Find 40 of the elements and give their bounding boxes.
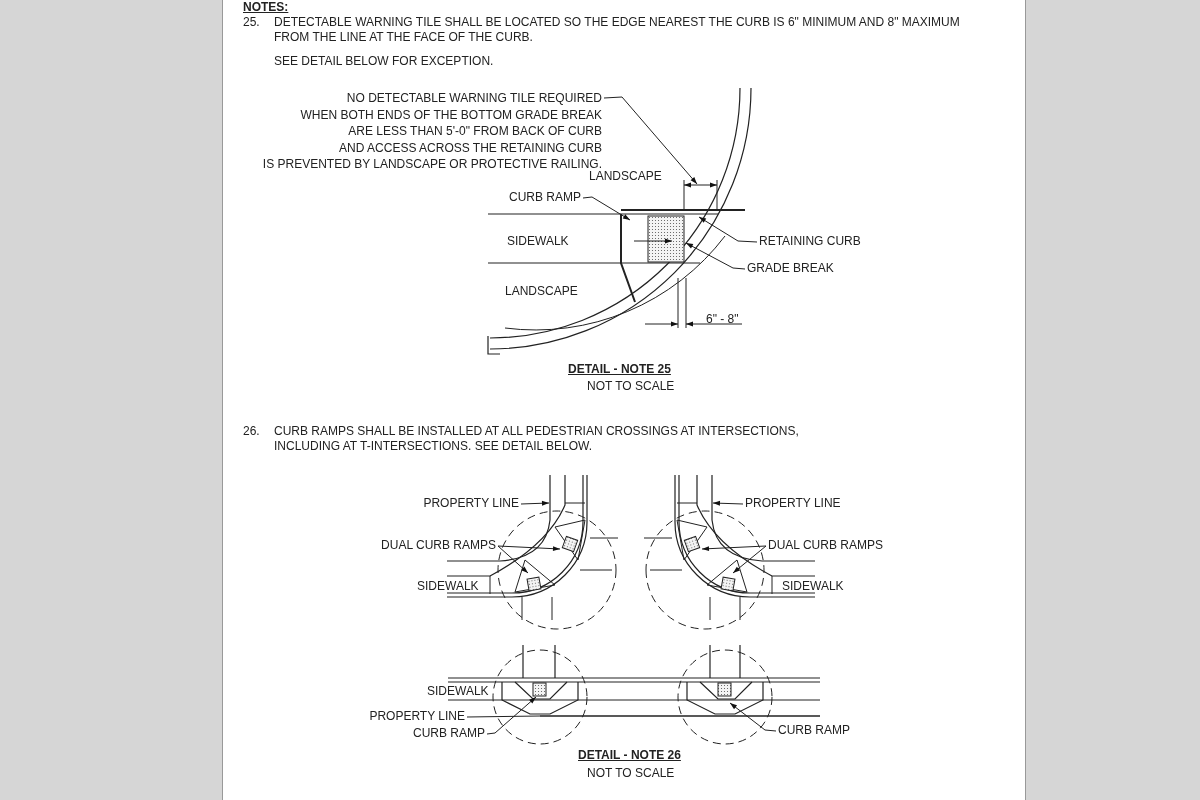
callout-label: CURB RAMP — [413, 726, 485, 741]
callout-label: CURB RAMP — [778, 723, 850, 738]
callout-label: PROPERTY LINE — [423, 496, 519, 511]
scale-note: NOT TO SCALE — [587, 379, 675, 394]
callout-label: DUAL CURB RAMPS — [381, 538, 496, 553]
leader-line — [685, 242, 746, 270]
dimension-label: 6" - 8" — [706, 312, 739, 327]
area-label: SIDEWALK — [417, 579, 479, 594]
leader-line — [698, 216, 758, 243]
leader-line — [582, 196, 631, 221]
leader-line — [729, 702, 777, 732]
leader-line — [520, 500, 550, 506]
scale-note: NOT TO SCALE — [587, 766, 675, 781]
detail-title: DETAIL - NOTE 26 — [578, 748, 681, 763]
note-text: DETECTABLE WARNING TILE SHALL BE LOCATED SO THE EDGE NEAREST THE CURB IS 6" MINIMUM AND 8" MAXIMUM FROM THE LINE AT THE FACE OF THE CURB. — [274, 15, 961, 45]
area-label: SIDEWALK — [782, 579, 844, 594]
callout-label: PROPERTY LINE — [369, 709, 465, 724]
callout-label: PROPERTY LINE — [745, 496, 841, 511]
leader-line — [466, 715, 541, 718]
leader-line — [732, 545, 767, 574]
leader-line — [486, 696, 537, 735]
notes-heading: NOTES: — [243, 0, 289, 15]
area-label: LANDSCAPE — [589, 169, 662, 184]
note-text: SEE DETAIL BELOW FOR EXCEPTION. — [274, 54, 494, 69]
callout-label: CURB RAMP — [509, 190, 581, 205]
leader-line — [701, 545, 767, 552]
leader-line — [603, 96, 698, 185]
area-label: SIDEWALK — [427, 684, 489, 699]
callout-label: DUAL CURB RAMPS — [768, 538, 883, 553]
area-label: LANDSCAPE — [505, 284, 578, 299]
note-number: 25. — [243, 15, 260, 30]
callout-label: RETAINING CURB — [759, 234, 861, 249]
area-label: SIDEWALK — [507, 234, 569, 249]
leader-line — [712, 500, 744, 506]
callout-label: GRADE BREAK — [747, 261, 834, 276]
leader-line — [497, 545, 529, 574]
note-number: 26. — [243, 424, 260, 439]
leader-line — [497, 545, 561, 552]
detail-title: DETAIL - NOTE 25 — [568, 362, 671, 377]
note-text: CURB RAMPS SHALL BE INSTALLED AT ALL PEDESTRIAN CROSSINGS AT INTERSECTIONS, INCLUDING AT T-INTERSECTIONS. SEE DETAIL BELOW. — [274, 424, 800, 454]
